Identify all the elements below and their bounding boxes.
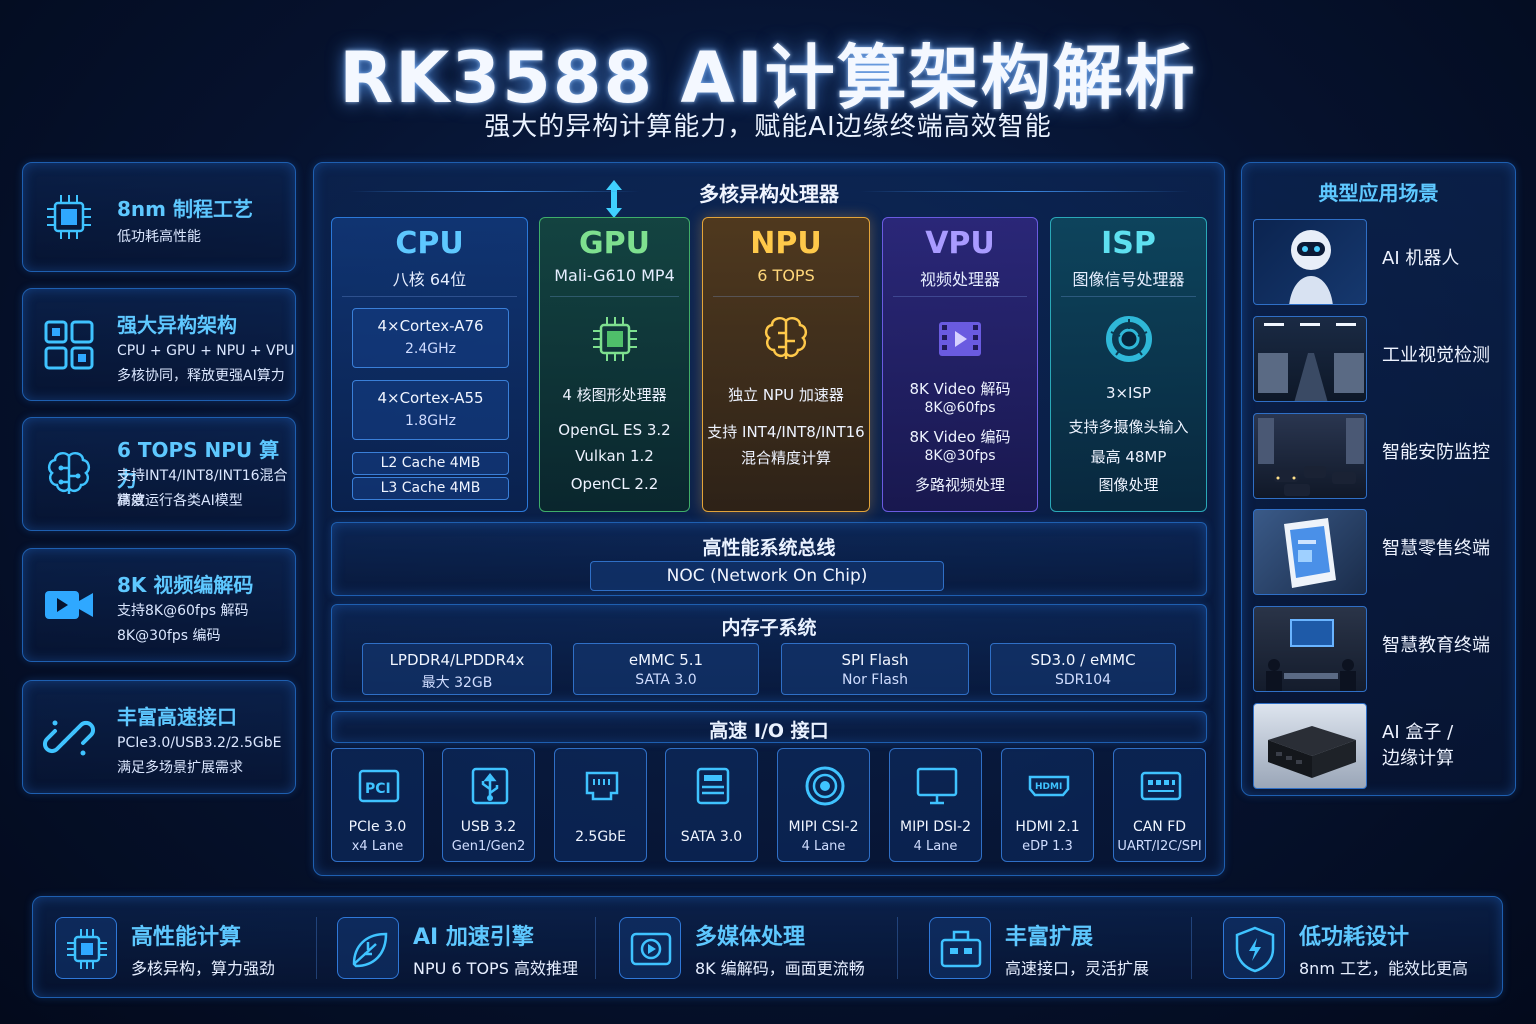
- ethernet-icon: [579, 763, 625, 809]
- noc-box: NOC (Network On Chip): [590, 561, 944, 591]
- highlight-low-power: 低功耗设计 8nm 工艺，能效比更高: [1201, 897, 1501, 999]
- usb-icon: [467, 763, 513, 809]
- can-bus-icon: [1138, 763, 1184, 809]
- retail-terminal-image: [1253, 509, 1367, 595]
- svg-text:PCI: PCI: [365, 781, 391, 797]
- svg-text:HDMI: HDMI: [1035, 782, 1062, 792]
- vpu-block: VPU 视频处理器 8K Video 解码 8K@60fps 8K Video …: [882, 217, 1038, 512]
- link-icon: [41, 709, 97, 765]
- app-label-industrial: 工业视觉检测: [1382, 345, 1490, 366]
- app-label-edge-box: AI 盒子 /: [1382, 722, 1454, 743]
- grid-icon: [41, 317, 97, 373]
- cpu-l3-cache: L3 Cache 4MB: [352, 477, 509, 500]
- app-label-edge-computing: 边缘计算: [1382, 748, 1454, 769]
- processor-title: 多核异构处理器: [699, 182, 839, 206]
- traffic-image: [1253, 413, 1367, 499]
- app-label-retail: 智慧零售终端: [1382, 538, 1490, 559]
- cpu-block: CPU 八核 64位 4×Cortex-A76 2.4GHz 4×Cortex-…: [331, 217, 528, 512]
- highlight-expansion: 丰富扩展 高速接口，灵活扩展: [907, 897, 1197, 999]
- cpu-l2-cache: L2 Cache 4MB: [352, 452, 509, 475]
- app-label-education: 智慧教育终端: [1382, 635, 1490, 656]
- classroom-image: [1253, 606, 1367, 692]
- media-icon: [619, 917, 681, 979]
- feature-process: 8nm 制程工艺 低功耗高性能: [22, 162, 296, 272]
- highlight-computing: 高性能计算 多核异构，算力强劲: [33, 897, 313, 999]
- app-label-security: 智能安防监控: [1382, 442, 1490, 463]
- feature-npu: 6 TOPS NPU 算力 支持INT4/INT8/INT16混合精度 高效运行…: [22, 417, 296, 531]
- gpu-chip-icon: [588, 312, 642, 366]
- feature-video: 8K 视频编解码 支持8K@60fps 解码 8K@30fps 编码: [22, 548, 296, 662]
- npu-block: NPU 6 TOPS 独立 NPU 加速器 支持 INT4/INT8/INT16…: [702, 217, 870, 512]
- bottom-highlights: 高性能计算 多核异构，算力强劲 AI 加速引擎 NPU 6 TOPS 高效推理 …: [32, 896, 1503, 998]
- expansion-icon: [929, 917, 991, 979]
- app-label-robot: AI 机器人: [1382, 248, 1460, 269]
- up-down-arrow-icon: [598, 178, 630, 220]
- robot-image: [1253, 219, 1367, 305]
- edge-box-image: [1253, 703, 1367, 789]
- chip-icon: [41, 189, 97, 245]
- cpu-big-cores: 4×Cortex-A76 2.4GHz: [352, 308, 509, 368]
- shield-icon: [1223, 917, 1285, 979]
- io-ethernet: 2.5GbE: [554, 748, 647, 862]
- brain-icon: [41, 446, 97, 502]
- io-sata: SATA 3.0: [665, 748, 758, 862]
- highlight-multimedia: 多媒体处理 8K 编解码，画面更流畅: [597, 897, 897, 999]
- applications-title: 典型应用场景: [1318, 181, 1439, 205]
- camera-lens-icon: [802, 763, 848, 809]
- aperture-icon: [1102, 312, 1156, 366]
- page-title: RK3588 AI计算架构解析: [339, 37, 1197, 119]
- cpu-icon: [55, 917, 117, 979]
- feature-architecture: 强大异构架构 CPU + GPU + NPU + VPU 多核协同，释放更强AI…: [22, 288, 296, 401]
- leaf-icon: [337, 917, 399, 979]
- highlight-ai-engine: AI 加速引擎 NPU 6 TOPS 高效推理: [315, 897, 595, 999]
- gpu-block: GPU Mali-G610 MP4 4 核图形处理器 OpenGL ES 3.2…: [539, 217, 690, 512]
- feature-interfaces: 丰富高速接口 PCIe3.0/USB3.2/2.5GbE 满足多场景扩展需求: [22, 680, 296, 794]
- sata-icon: [690, 763, 736, 809]
- io-title-bar: 高速 I/O 接口: [331, 711, 1207, 743]
- isp-block: ISP 图像信号处理器 3×ISP 支持多摄像头输入 最高 48MP 图像处理: [1050, 217, 1207, 512]
- cpu-little-cores: 4×Cortex-A55 1.8GHz: [352, 380, 509, 440]
- applications-panel: 典型应用场景 AI 机器人 工业视觉检测 智能安防监控 智慧零售终端 智慧教育终…: [1241, 162, 1516, 796]
- factory-image: [1253, 316, 1367, 402]
- npu-brain-icon: [759, 312, 813, 366]
- monitor-icon: [914, 763, 960, 809]
- system-bus: 高性能系统总线 NOC (Network On Chip): [331, 522, 1207, 596]
- video-camera-icon: [41, 577, 97, 633]
- film-play-icon: [933, 312, 987, 366]
- pcie-icon: PCI: [356, 763, 402, 809]
- hdmi-icon: HDMI: [1026, 763, 1072, 809]
- page-subtitle: 强大的异构计算能力，赋能AI边缘终端高效智能: [484, 112, 1052, 142]
